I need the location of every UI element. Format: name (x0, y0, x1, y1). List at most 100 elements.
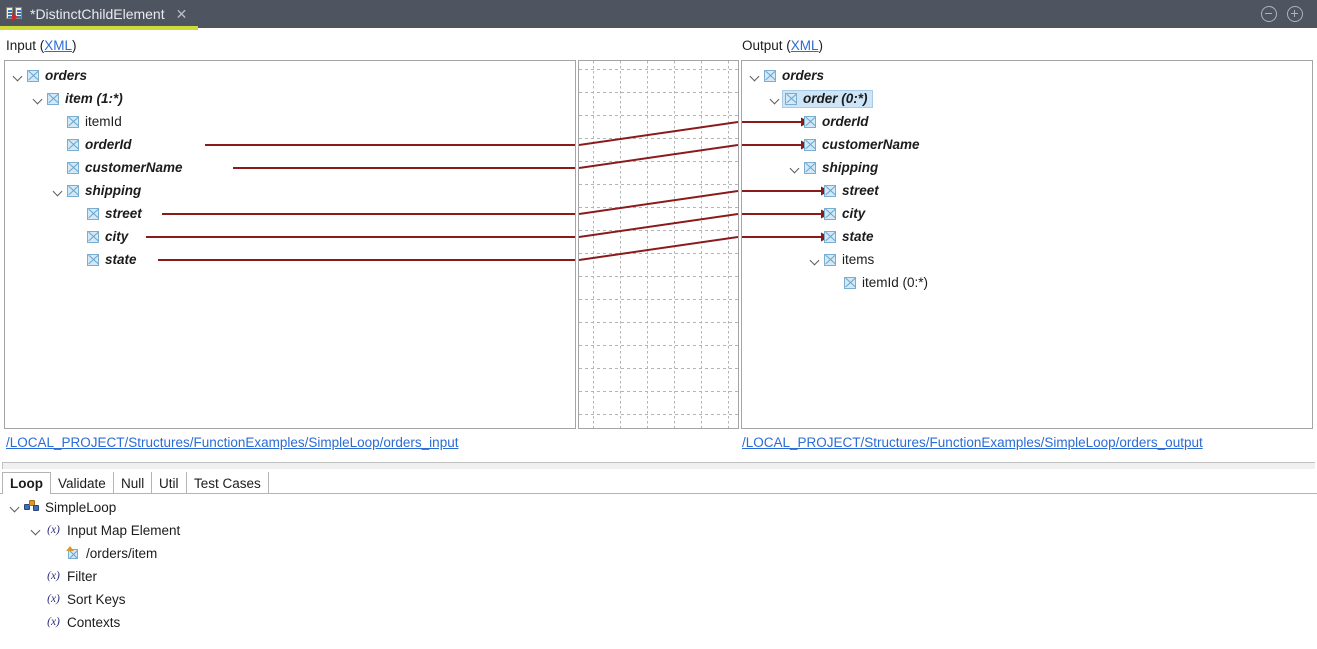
tree-row-label: items (842, 252, 875, 267)
tab-validate[interactable]: Validate (51, 472, 114, 494)
element-checkbox-icon[interactable] (785, 93, 797, 105)
chevron-down-icon[interactable] (808, 254, 821, 267)
element-checkbox-icon[interactable] (824, 231, 836, 243)
tree-row-content: itemId (67, 112, 122, 132)
grid-line-vertical (647, 61, 648, 428)
tree-row[interactable]: customerName (51, 158, 183, 178)
tab-label: Util (159, 475, 179, 491)
tab-util[interactable]: Util (152, 472, 187, 494)
tree-row[interactable]: city (808, 204, 865, 224)
chevron-down-icon[interactable] (8, 501, 21, 514)
element-checkbox-icon[interactable] (804, 162, 816, 174)
element-checkbox-icon[interactable] (27, 70, 39, 82)
tree-row[interactable]: itemId (51, 112, 122, 132)
grid-line-vertical (674, 61, 675, 428)
loop-tree-label: Contexts (67, 614, 121, 630)
element-checkbox-icon[interactable] (804, 116, 816, 128)
grid-line-vertical (728, 61, 729, 428)
element-checkbox-icon[interactable] (47, 93, 59, 105)
element-checkbox-icon[interactable] (67, 116, 79, 128)
close-icon[interactable]: ✕ (175, 6, 188, 22)
chevron-down-icon[interactable] (11, 70, 24, 83)
tree-spacer (50, 547, 63, 560)
tree-row[interactable]: order (0:*) (768, 89, 873, 109)
loop-tree-row[interactable]: /orders/item (50, 542, 157, 564)
chevron-down-icon[interactable] (768, 93, 781, 106)
tree-row-content: state (824, 227, 874, 247)
element-checkbox-icon[interactable] (844, 277, 856, 289)
tree-row[interactable]: orders (11, 66, 87, 86)
element-checkbox-icon[interactable] (824, 208, 836, 220)
loop-tree-row[interactable]: (x)Input Map Element (29, 519, 180, 541)
grid-line-horizontal (579, 184, 738, 185)
grid-line-horizontal (579, 276, 738, 277)
output-panel-header: Output (XML) (742, 38, 823, 53)
element-checkbox-icon[interactable] (67, 185, 79, 197)
loop-tree-row[interactable]: (x) Contexts (29, 611, 120, 633)
tree-spacer (29, 593, 42, 606)
editor-tab-distinctchildelement[interactable]: *DistinctChildElement ✕ (0, 0, 196, 28)
element-checkbox-icon[interactable] (87, 231, 99, 243)
element-checkbox-icon[interactable] (67, 139, 79, 151)
maximize-icon[interactable] (1287, 6, 1303, 22)
tree-row-label: orderId (822, 114, 869, 129)
function-icon: (x) (47, 570, 60, 582)
tree-row[interactable]: itemId (0:*) (828, 273, 928, 293)
tree-row-content: orderId (804, 112, 869, 132)
tree-spacer (71, 208, 84, 221)
tree-row[interactable]: item (1:*) (31, 89, 123, 109)
chevron-down-icon[interactable] (29, 524, 42, 537)
tree-row[interactable]: orders (748, 66, 824, 86)
tree-row[interactable]: orderId (788, 112, 869, 132)
loop-tree-row[interactable]: SimpleLoop (8, 496, 116, 518)
tree-row[interactable]: street (71, 204, 142, 224)
tree-row[interactable]: orderId (51, 135, 132, 155)
chevron-down-icon[interactable] (748, 70, 761, 83)
element-checkbox-icon[interactable] (824, 254, 836, 266)
tree-spacer (828, 277, 841, 290)
tab-loop[interactable]: Loop (2, 472, 51, 494)
chevron-down-icon[interactable] (31, 93, 44, 106)
input-path-link[interactable]: /LOCAL_PROJECT/Structures/FunctionExampl… (6, 435, 459, 450)
tab-test-cases[interactable]: Test Cases (187, 472, 269, 494)
loop-tree-row[interactable]: (x)Filter (29, 565, 97, 587)
tree-row-label: state (105, 252, 137, 267)
loop-icon (24, 500, 40, 514)
output-path-link[interactable]: /LOCAL_PROJECT/Structures/FunctionExampl… (742, 435, 1203, 450)
tree-row[interactable]: state (808, 227, 874, 247)
output-xml-link[interactable]: XML (790, 38, 819, 53)
element-checkbox-icon[interactable] (804, 139, 816, 151)
input-tree-panel[interactable]: orders item (1:*) itemId orderId customerNam… (4, 60, 576, 429)
loop-tree-row[interactable]: (x)Sort Keys (29, 588, 125, 610)
grid-line-vertical (593, 61, 594, 428)
function-icon: (x) (47, 616, 60, 628)
tree-row-label: street (105, 206, 142, 221)
tree-row[interactable]: items (808, 250, 874, 270)
element-checkbox-icon[interactable] (764, 70, 776, 82)
element-checkbox-icon[interactable] (67, 162, 79, 174)
tree-row[interactable]: shipping (788, 158, 878, 178)
tree-spacer (51, 116, 64, 129)
element-checkbox-icon[interactable] (824, 185, 836, 197)
tab-label: Loop (10, 476, 43, 491)
chevron-down-icon[interactable] (788, 162, 801, 175)
tree-row-label: customerName (85, 160, 183, 175)
tree-row[interactable]: customerName (788, 135, 920, 155)
tree-row[interactable]: shipping (51, 181, 141, 201)
output-tree-panel[interactable]: orders order (0:*) orderId customerName ship… (741, 60, 1313, 429)
panel-sash[interactable] (2, 462, 1315, 469)
editor-tab-label: *DistinctChildElement (30, 6, 165, 22)
grid-line-horizontal (579, 414, 738, 415)
element-checkbox-icon[interactable] (87, 254, 99, 266)
mapping-grid-panel[interactable] (578, 60, 739, 429)
tab-null[interactable]: Null (114, 472, 153, 494)
tree-row[interactable]: city (71, 227, 128, 247)
element-checkbox-icon[interactable] (87, 208, 99, 220)
tree-row-label: itemId (0:*) (862, 275, 929, 290)
tree-row[interactable]: street (808, 181, 879, 201)
chevron-down-icon[interactable] (51, 185, 64, 198)
minimize-icon[interactable] (1261, 6, 1277, 22)
input-xml-link[interactable]: XML (44, 38, 73, 53)
tree-row-label: item (1:*) (65, 91, 123, 106)
tree-row[interactable]: state (71, 250, 137, 270)
